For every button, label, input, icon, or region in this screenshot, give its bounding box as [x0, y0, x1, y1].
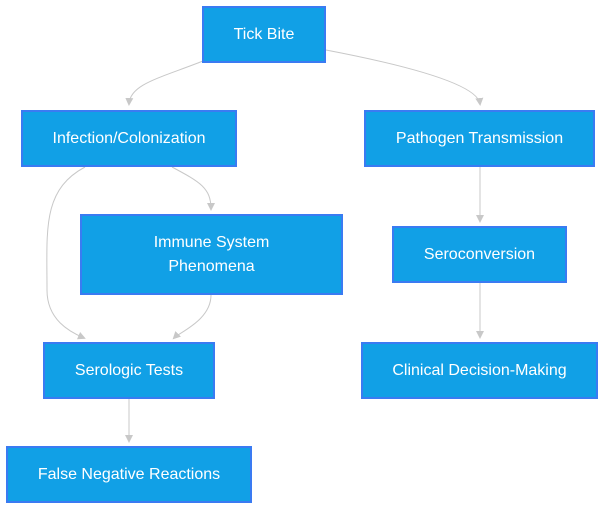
node-false-negative-reactions-label: False Negative Reactions — [37, 465, 221, 483]
node-clinical-decision-making-label: Clinical Decision-Making — [392, 361, 567, 379]
node-immune-system-phenomena: Immune System Phenomena — [80, 214, 343, 295]
node-immune-label-line2: Phenomena — [168, 257, 255, 275]
node-tick-bite: Tick Bite — [202, 6, 326, 63]
edge-infection-immune — [171, 166, 215, 211]
node-infection-colonization-label: Infection/Colonization — [52, 129, 206, 147]
node-infection-colonization: Infection/Colonization — [21, 110, 237, 167]
node-seroconversion-label: Seroconversion — [423, 245, 536, 263]
node-clinical-decision-making: Clinical Decision-Making — [361, 342, 598, 399]
node-seroconversion: Seroconversion — [392, 226, 567, 283]
edge-immune-serologic — [172, 294, 212, 340]
edge-tickbite-infection — [125, 60, 204, 106]
node-serologic-tests: Serologic Tests — [43, 342, 215, 399]
edge-infection-serologic — [46, 166, 86, 340]
node-false-negative-reactions: False Negative Reactions — [6, 446, 252, 503]
edge-tickbite-pathogen — [325, 49, 484, 106]
node-tick-bite-label: Tick Bite — [233, 25, 295, 43]
node-serologic-tests-label: Serologic Tests — [74, 361, 184, 379]
node-pathogen-transmission: Pathogen Transmission — [364, 110, 595, 167]
node-pathogen-transmission-label: Pathogen Transmission — [395, 129, 564, 147]
node-immune-label-line1: Immune System — [153, 233, 270, 251]
